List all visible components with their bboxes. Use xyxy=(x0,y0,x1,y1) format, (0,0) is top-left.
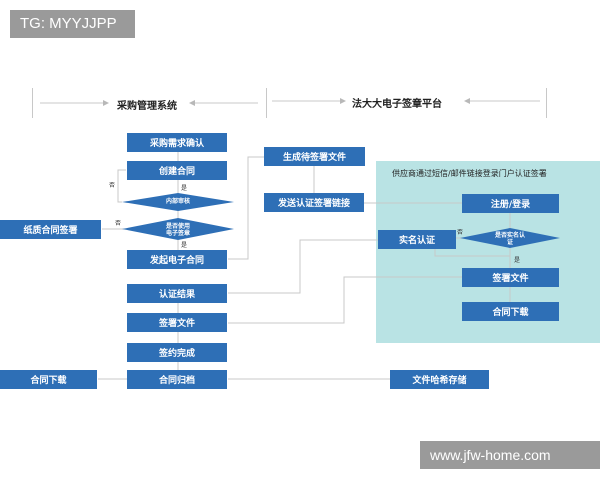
realname-check-label-line2: 证 xyxy=(506,239,513,246)
header-esign-platform: 法大大电子签章平台 xyxy=(352,99,442,110)
box-hash-storage: 文件哈希存储 xyxy=(390,370,489,389)
watermark-bottom-right: www.jfw-home.com xyxy=(420,441,600,469)
box-create-contract: 创建合同 xyxy=(127,161,227,180)
internal-review-label: 内部审核 xyxy=(165,198,190,205)
box-generate-file: 生成待签署文件 xyxy=(264,147,365,166)
edge-label-review-no: 否 xyxy=(109,182,116,189)
box-send-link: 发送认证签署链接 xyxy=(264,193,364,212)
edge-label-realname-no: 否 xyxy=(457,229,464,236)
use-esign-label-line1: 是否使用 xyxy=(165,223,190,230)
edge-label-review-yes: 是 xyxy=(181,185,188,192)
box-sign-file: 签署文件 xyxy=(127,313,227,332)
box-platform-download: 合同下载 xyxy=(462,302,559,321)
box-initiate-econtract: 发起电子合同 xyxy=(127,250,227,269)
box-paper-sign: 纸质合同签署 xyxy=(0,220,101,239)
box-platform-sign-file: 签署文件 xyxy=(462,268,559,287)
box-archive: 合同归档 xyxy=(127,370,227,389)
header-divider-right xyxy=(546,88,547,118)
box-purchase-confirm: 采购需求确认 xyxy=(127,133,227,152)
watermark-top-left: TG: MYYJJPP xyxy=(10,10,135,38)
conn-review-no-loop xyxy=(117,169,126,203)
header-divider-middle xyxy=(266,88,267,118)
platform-panel-title: 供应商通过短信/邮件链接登录门户认证签署 xyxy=(392,169,547,178)
header-divider-left xyxy=(32,88,33,118)
conn-initiate-generate xyxy=(228,156,264,260)
conn-realname-auth-result xyxy=(228,239,378,294)
edge-label-esign-no: 否 xyxy=(115,220,122,227)
header-procurement-system: 采购管理系统 xyxy=(117,101,177,112)
diamond-internal-review xyxy=(122,193,234,211)
conn-realname-back xyxy=(434,248,510,257)
box-sign-complete: 签约完成 xyxy=(127,343,227,362)
use-esign-label-line2: 电子签章 xyxy=(165,230,190,237)
edge-label-realname-yes: 是 xyxy=(514,257,521,264)
box-download-left: 合同下载 xyxy=(0,370,97,389)
diamond-realname-check xyxy=(460,228,560,248)
conn-platform-sign-left xyxy=(228,276,462,324)
realname-check-label-line1: 是否实名认 xyxy=(494,232,525,239)
box-auth-result: 认证结果 xyxy=(127,284,227,303)
edge-label-esign-yes: 是 xyxy=(181,242,188,249)
box-realname-auth: 实名认证 xyxy=(378,230,456,249)
diamond-use-esign xyxy=(122,218,234,240)
box-register-login: 注册/登录 xyxy=(462,194,559,213)
